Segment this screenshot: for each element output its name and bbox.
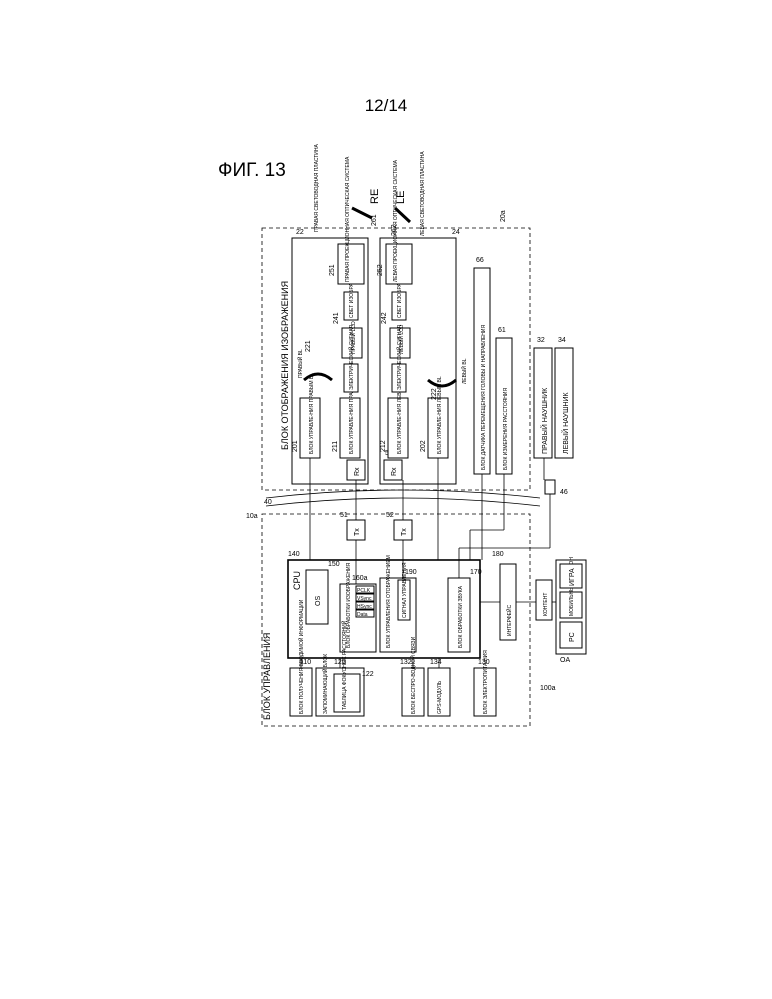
ref-100a: 100a (540, 685, 556, 692)
head-sensor-label: БЛОК ДАТЧИКА ПЕРЕМЕЩЕНИЯ ГОЛОВЫ И НАПРАВ… (481, 324, 487, 470)
ref-140: 140 (288, 551, 300, 558)
ref-40: 40 (264, 499, 272, 506)
ref-202: 202 (420, 440, 427, 452)
earphone-connector-46 (545, 480, 555, 494)
display-unit-title: БЛОК ОТОБРАЖЕНИЯ ИЗОБРАЖЕНИЯ (280, 281, 290, 450)
ref-221: 221 (305, 340, 312, 352)
rx-right-label: Rx (354, 467, 361, 476)
ref-170: 170 (470, 569, 482, 576)
ref-180: 180 (492, 551, 504, 558)
sound-processing-label: БЛОК ОБРАБОТКИ ЗВУКА (458, 585, 464, 648)
ref-211: 211 (332, 441, 339, 452)
right-light-guide-plate (352, 208, 372, 218)
ref-22: 22 (296, 229, 304, 236)
storage-label: ЗАПОМИНАЮЩИЙ БЛОК (321, 654, 329, 714)
ref-212: 212 (380, 440, 387, 452)
left-signal-label: ЭЛЕКТРИЧЕСКИЙ СИГНАЛ (395, 325, 403, 390)
distance-sensor-label: БЛОК ИЗМЕРЕНИЯ РАССТОЯНИЯ (503, 388, 509, 470)
right-eye-label: RE (369, 189, 381, 204)
content-label: КОНТЕНТ (543, 593, 549, 616)
left-bl-label: ЛЕВЫЙ BL (460, 358, 468, 384)
left-earphone-label: ЛЕВЫЙ НАУШНИК (561, 392, 570, 454)
ref-34: 34 (558, 337, 566, 344)
display-control-label: БЛОК УПРАВЛЕНИЯ ОТОБРАЖЕНИЕМ (386, 555, 392, 648)
ref-10a: 10a (246, 513, 258, 520)
ref-130: 130 (478, 659, 490, 666)
ref-251: 251 (329, 264, 336, 276)
right-light-guide-label: ПРАВАЯ СВЕТОВОДНАЯ ПЛАСТИНА (314, 143, 320, 232)
hsync-label: HSync (357, 604, 372, 610)
pclk-label: PCLK (357, 588, 371, 594)
right-bl-controller-label: БЛОК УПРАВЛЕ-НИЯ ПРАВЫМ BL (309, 373, 315, 454)
gps-label: GPS-МОДУЛЬ (437, 680, 443, 714)
left-eye-label: LE (395, 191, 407, 204)
ref-150: 150 (328, 561, 340, 568)
right-bl-label: ПРАВЫЙ BL (296, 349, 304, 378)
tx-right-label: Tx (354, 528, 361, 536)
ref-241: 241 (333, 312, 340, 324)
ref-261: 261 (371, 214, 378, 226)
ref-242: 242 (381, 312, 388, 324)
ref-32: 32 (537, 337, 545, 344)
ref-61: 61 (498, 327, 506, 334)
ref-52: 52 (386, 512, 394, 519)
cpu-label: CPU (292, 571, 302, 590)
right-projection-system (338, 244, 364, 284)
tx-left-label: Tx (401, 528, 408, 536)
left-projection-label: ЛЕВАЯ ПРОЕКЦИОННАЯ ОПТИЧЕСКАЯ СИСТЕМА (393, 159, 399, 282)
ref-252: 252 (377, 264, 384, 276)
ref-222: 222 (431, 388, 438, 400)
ref-51: 51 (340, 512, 348, 519)
ref-20a: 20a (500, 210, 507, 222)
rx-left-label: Rx (391, 467, 398, 476)
vsync-label: VSync (357, 596, 372, 602)
left-bl-controller-label: БЛОК УПРАВЛЕ-НИЯ ЛЕВЫМ BL (437, 376, 443, 454)
data-label: Data (357, 612, 368, 618)
right-projection-label: ПРАВАЯ ПРОЕКЦИОННАЯ ОПТИЧЕСКАЯ СИСТЕМА (345, 156, 351, 282)
os-label: OS (315, 596, 322, 606)
ref-160a: 160a (352, 575, 368, 582)
focal-table-label: ТАБЛИЦА ФОКУСНЫХ РАССТОЯНИЙ (340, 620, 348, 710)
right-earphone-label: ПРАВЫЙ НАУШНИК (540, 387, 549, 454)
ref-46: 46 (560, 489, 568, 496)
wireless-label: БЛОК БЕСПРО-ВОДНОЙ СВЯЗИ (409, 636, 417, 714)
ref-262: 262 (391, 224, 398, 236)
ref-66: 66 (476, 257, 484, 264)
ref-110: 110 (300, 659, 311, 666)
right-signal-label: ЭЛЕКТРИЧЕСКИЙ СИГНАЛ (347, 325, 355, 390)
ref-201: 201 (292, 440, 299, 452)
ref-134: 134 (430, 659, 442, 666)
ref-132: 132 (400, 659, 412, 666)
ref-122: 122 (362, 671, 374, 678)
control-unit-title: БЛОК УПРАВЛЕНИЯ (262, 633, 272, 720)
left-projection-system (386, 244, 412, 284)
ref-24: 24 (452, 229, 460, 236)
input-info-label: БЛОК ПОЛУЧЕНИЯ ВВОДИМОЙ ИНФОРМАЦИИ (297, 599, 305, 714)
ref-oa: OA (560, 657, 570, 664)
left-light-guide-label: ЛЕВАЯ СВЕТОВОДНАЯ ПЛАСТИНА (420, 151, 426, 236)
pc-label: PC (569, 632, 576, 642)
game-label: ИГРА (569, 568, 576, 586)
interface-label: ИНТЕРФЕЙС (505, 604, 513, 636)
